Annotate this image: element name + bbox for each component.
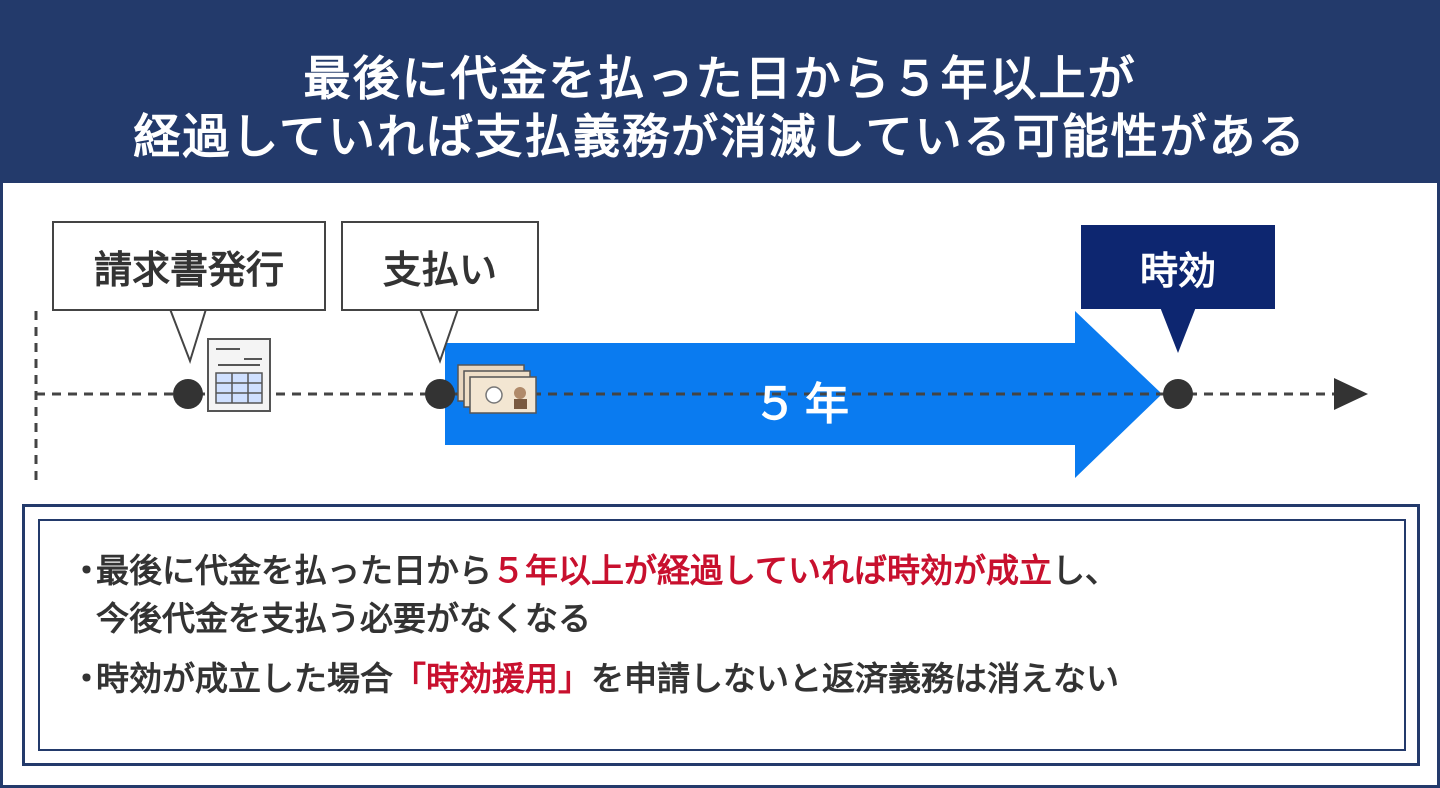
note-2-highlight: 「時効援用」 <box>393 659 591 698</box>
note-2-prefix: 時効が成立した場合 <box>96 659 393 698</box>
invoice-callout: 請求書発行 <box>52 221 326 311</box>
header-banner: 最後に代金を払った日から５年以上が 経過していれば支払義務が消滅している可能性が… <box>0 0 1440 183</box>
limitation-callout-pointer <box>1160 307 1196 353</box>
period-label: ５年 <box>753 379 857 430</box>
notes-outer-border <box>22 504 1420 766</box>
bullet-mark: ・ <box>70 659 103 698</box>
note-1-suffix: し、 <box>1052 551 1119 590</box>
note-2-suffix: を申請しないと返済義務は消えない <box>591 659 1119 698</box>
payment-point <box>425 379 455 409</box>
note-item-2: ・時効が成立した場合「時効援用」を申請しないと返済義務は消えない <box>70 656 1119 702</box>
note-1-highlight: ５年以上が経過していれば時効が成立 <box>492 551 1053 590</box>
bullet-mark: ・ <box>70 551 103 590</box>
limitation-point <box>1163 379 1193 409</box>
invoice-label: 請求書発行 <box>93 247 284 292</box>
note-item-1-continuation: 今後代金を支払う必要がなくなる <box>96 599 591 638</box>
notes-box <box>38 519 1406 751</box>
timeline-svg <box>34 307 1368 481</box>
invoice-document-icon <box>207 338 271 412</box>
note-1-prefix: 最後に代金を払った日から <box>96 551 492 590</box>
timeline-arrowhead <box>1334 378 1368 410</box>
five-year-arrow <box>445 311 1162 478</box>
banknotes-icon <box>457 364 537 414</box>
page-title-line1: 最後に代金を払った日から５年以上が <box>303 52 1137 107</box>
invoice-point <box>173 379 203 409</box>
invoice-callout-pointer <box>168 308 208 365</box>
payment-callout: 支払い <box>341 221 539 311</box>
limitation-callout: 時効 <box>1081 225 1275 309</box>
page-title-line2: 経過していれば支払義務が消滅している可能性がある <box>133 110 1307 165</box>
timeline-diagram: 請求書発行 支払い 時効 ５年 <box>0 183 1440 503</box>
note-item-1: ・最後に代金を払った日から５年以上が経過していれば時効が成立し、 <box>70 548 1118 594</box>
limitation-label: 時効 <box>1139 248 1216 293</box>
payment-label: 支払い <box>382 247 497 292</box>
